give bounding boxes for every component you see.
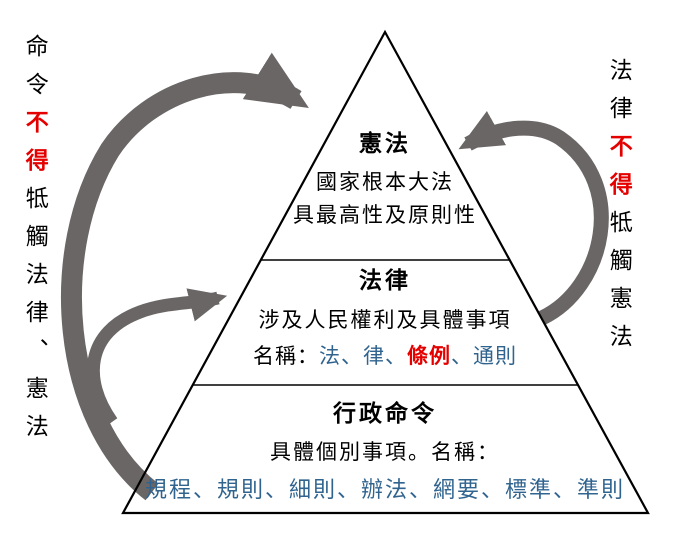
level-constitution-title: 憲法 bbox=[359, 131, 411, 156]
orders-to-constitution-arrow-icon bbox=[61, 52, 309, 501]
left-note-after: 牴觸法律、憲法 bbox=[22, 186, 48, 452]
naming-term-highlight: 條例 bbox=[407, 344, 451, 368]
right-note-forbidden: 不得 bbox=[606, 134, 632, 210]
right-note: 法律不得牴觸憲法 bbox=[606, 58, 631, 362]
level-orders-line1: 具體個別事項。名稱： bbox=[270, 440, 500, 464]
naming-terms-blue1: 法、律、 bbox=[319, 344, 407, 368]
naming-label: 名稱： bbox=[253, 344, 319, 368]
right-note-before: 法律 bbox=[606, 58, 632, 134]
level-orders-title: 行政命令 bbox=[333, 401, 437, 426]
level-orders-items: 規程、規則、細則、辦法、網要、標準、準則 bbox=[144, 477, 626, 502]
left-note-forbidden: 不得 bbox=[22, 110, 48, 186]
level-law-title: 法律 bbox=[359, 268, 411, 293]
right-note-after: 牴觸憲法 bbox=[606, 210, 632, 362]
orders-to-law-arrow-icon bbox=[86, 288, 228, 426]
level-law-line1: 涉及人民權利及具體事項 bbox=[258, 308, 512, 332]
law-to-constitution-arrow-icon bbox=[458, 111, 609, 325]
naming-terms-blue2: 、通則 bbox=[451, 344, 517, 368]
pyramid-outline bbox=[121, 29, 650, 515]
left-note-before: 命令 bbox=[22, 34, 48, 110]
left-note: 命令不得牴觸法律、憲法 bbox=[22, 34, 47, 452]
pyramid-triangle bbox=[121, 29, 650, 515]
level-constitution-line2: 具最高性及原則性 bbox=[293, 203, 477, 227]
level-constitution-line1: 國家根本大法 bbox=[316, 170, 454, 194]
curved-arrows bbox=[61, 52, 609, 501]
level-law-naming: 名稱：法、律、條例、通則 bbox=[253, 344, 517, 368]
